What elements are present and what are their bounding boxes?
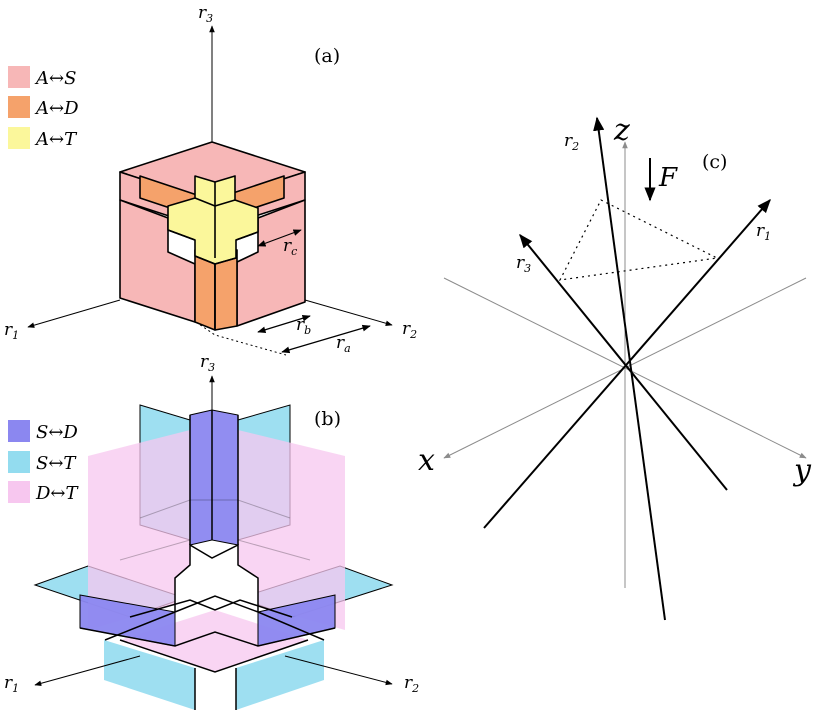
axis-r3-c-label: r3: [516, 253, 531, 275]
legend-b-text-1: S↔T: [36, 453, 77, 474]
legend-b-swatch-1: [8, 451, 30, 473]
crystal-solid: [119, 141, 306, 331]
legend-b-text-2: D↔T: [35, 483, 80, 504]
axis-r2-c-label: r2: [564, 131, 579, 153]
axis-r2-c: [593, 116, 666, 621]
axis-y-label: y: [792, 453, 812, 488]
axis-r3-c: [519, 233, 728, 491]
legend-a-text-2: A↔T: [34, 129, 78, 150]
axis-r2-b-label: r2: [404, 673, 419, 695]
force-label: F: [658, 163, 678, 193]
edges-b: [79, 410, 336, 710]
dim-ra: [281, 324, 371, 354]
axis-r2-a: [304, 299, 393, 326]
legend-a-text-1: A↔D: [34, 98, 79, 119]
axis-x-label: x: [418, 443, 435, 478]
axis-r3-a-label: r3: [198, 3, 213, 25]
legend-b: S↔D S↔T D↔T: [8, 420, 80, 504]
panel-c: (c) z x y r2 r1 r3 F: [418, 113, 812, 621]
axis-r1-a: [27, 299, 121, 328]
axis-r1-c: [483, 198, 771, 529]
panel-b-label: (b): [314, 408, 341, 430]
legend-a: A↔S A↔D A↔T: [8, 66, 79, 150]
axis-r2-a-label: r2: [402, 319, 417, 341]
dim-rb-label: rb: [296, 315, 311, 337]
panel-c-label: (c): [702, 151, 727, 173]
dim-ra-label: ra: [336, 333, 351, 355]
dim-rb: [257, 315, 311, 333]
legend-a-swatch-2: [8, 127, 30, 149]
legend-b-swatch-0: [8, 420, 30, 442]
panel-a: (a) r3 r1 r2: [4, 3, 417, 356]
dt-planes: [88, 430, 345, 672]
legend-b-swatch-2: [8, 481, 30, 503]
legend-a-text-0: A↔S: [34, 68, 76, 89]
dim-rc-label: rc: [283, 236, 297, 258]
panel-a-label: (a): [314, 45, 340, 67]
back-edges-b: [119, 499, 311, 561]
axis-r1-a-label: r1: [4, 320, 19, 342]
panel-b: (b): [4, 352, 419, 710]
legend-a-swatch-0: [8, 66, 30, 88]
dotted-triangle: [558, 199, 719, 281]
axis-r1-b: [34, 655, 141, 687]
axis-r3-b-label: r3: [200, 352, 215, 374]
axis-z-label: z: [613, 113, 630, 148]
legend-b-text-0: S↔D: [36, 422, 78, 443]
legend-a-swatch-1: [8, 96, 30, 118]
axis-y: [443, 277, 807, 459]
dim-rc: [257, 229, 302, 247]
axis-r1-b-label: r1: [4, 673, 19, 695]
axis-r1-c-label: r1: [756, 221, 771, 243]
axis-r2-b: [284, 655, 393, 686]
